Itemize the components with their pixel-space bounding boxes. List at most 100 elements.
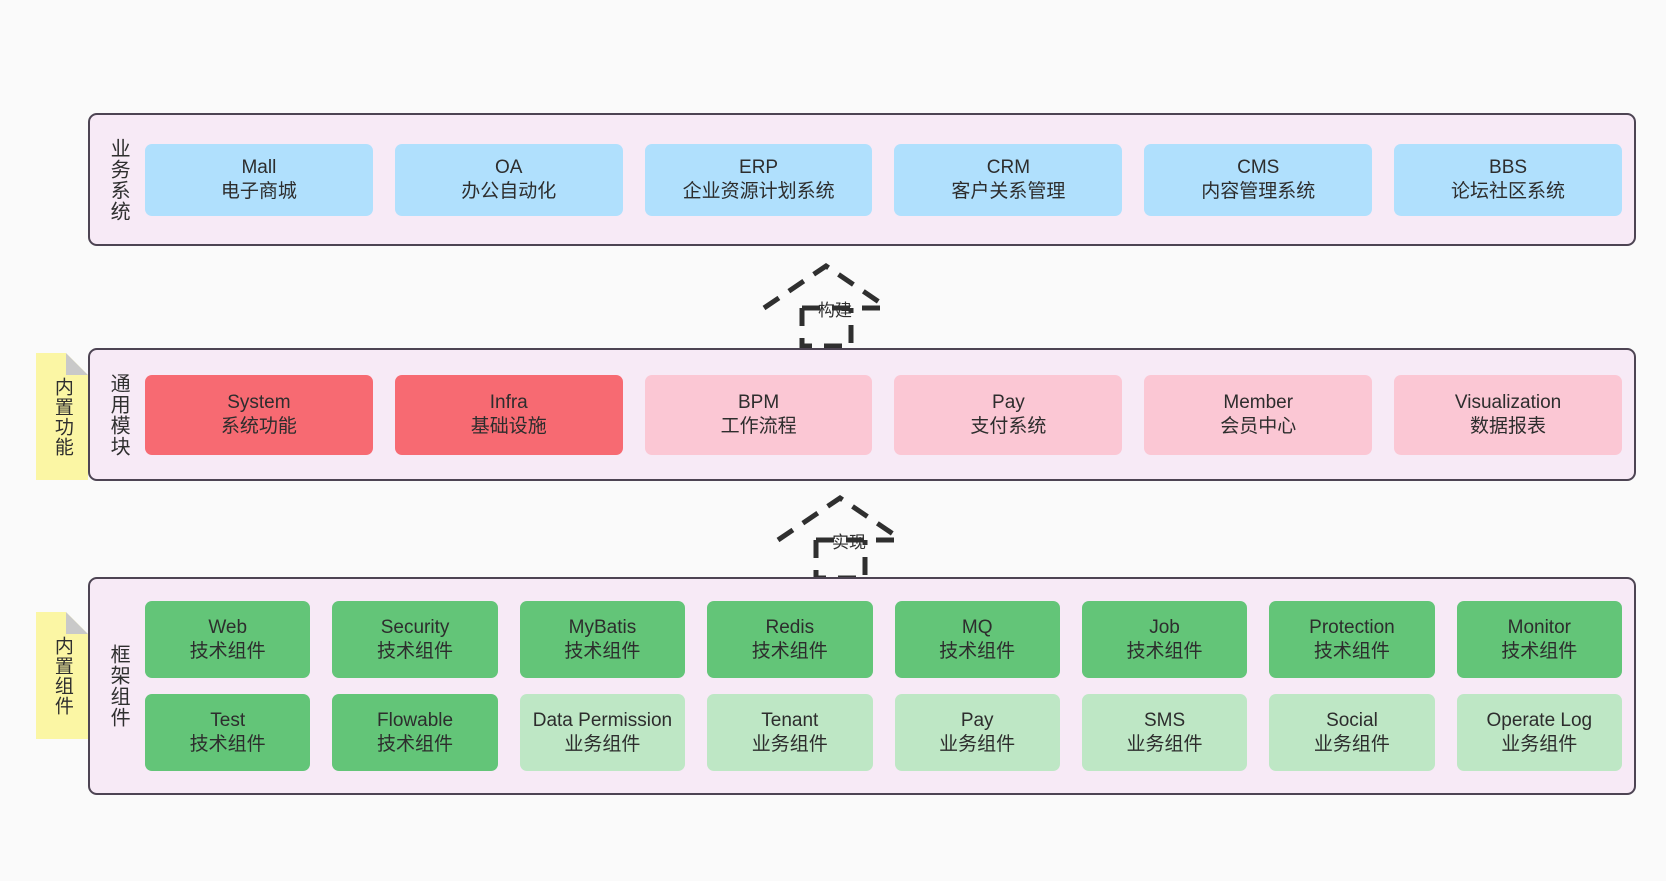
framework-card-monitor[interactable]: Monitor 技术组件	[1456, 601, 1622, 678]
card-desc: 技术组件	[564, 640, 641, 662]
card-name: Operate Log	[1486, 709, 1593, 731]
card-name: Data Permission	[532, 709, 673, 731]
framework-card-mq[interactable]: MQ 技术组件	[894, 601, 1060, 678]
framework-card-mybatis[interactable]: MyBatis 技术组件	[519, 601, 686, 678]
card-name: BBS	[1489, 156, 1528, 178]
card-desc: 技术组件	[189, 733, 266, 755]
framework-card-test[interactable]: Test 技术组件	[145, 694, 311, 771]
card-desc: 业务组件	[1126, 733, 1203, 755]
card-name: Protection	[1309, 616, 1395, 638]
card-name: CRM	[986, 156, 1031, 178]
generalization-arrow-up-icon	[762, 262, 890, 349]
card-name: Infra	[489, 391, 528, 413]
card-name: CMS	[1237, 156, 1280, 178]
card-name: Monitor	[1507, 616, 1571, 638]
framework-card-web[interactable]: Web 技术组件	[145, 601, 311, 678]
card-name: Redis	[765, 616, 815, 638]
card-desc: 技术组件	[189, 640, 266, 662]
card-name: Job	[1149, 616, 1180, 638]
layer-business-systems-body: Mall 电子商城 OA 办公自动化 ERP 企业资源计划系统 CRM 客户关系…	[145, 115, 1634, 244]
card-desc: 客户关系管理	[951, 180, 1066, 202]
framework-card-social[interactable]: Social 业务组件	[1269, 694, 1435, 771]
business-card-mall[interactable]: Mall 电子商城	[145, 143, 373, 216]
layer-common-modules-body: System 系统功能 Infra 基础设施 BPM 工作流程 Pay 支付系统…	[145, 350, 1634, 479]
layer-framework-components: 框架组件 Web 技术组件 Security 技术组件 MyBatis 技术组件…	[88, 577, 1636, 795]
card-name: Mall	[241, 156, 277, 178]
card-desc: 系统功能	[220, 415, 297, 437]
card-name: Social	[1326, 709, 1378, 731]
card-name: MQ	[961, 616, 993, 638]
framework-card-pay[interactable]: Pay 业务组件	[894, 694, 1060, 771]
business-systems-row: Mall 电子商城 OA 办公自动化 ERP 企业资源计划系统 CRM 客户关系…	[145, 143, 1622, 216]
card-desc: 办公自动化	[461, 180, 557, 202]
framework-card-redis[interactable]: Redis 技术组件	[707, 601, 873, 678]
card-desc: 业务组件	[939, 733, 1016, 755]
layer-business-systems-title: 业务系统	[107, 137, 130, 222]
card-name: Web	[208, 616, 248, 638]
framework-card-protection[interactable]: Protection 技术组件	[1269, 601, 1435, 678]
common-card-bpm[interactable]: BPM 工作流程	[644, 374, 873, 455]
framework-card-flowable[interactable]: Flowable 技术组件	[332, 694, 498, 771]
framework-card-data-permission[interactable]: Data Permission 业务组件	[519, 694, 686, 771]
layer-common-modules: 通用模块 System 系统功能 Infra 基础设施 BPM 工作流程 Pay…	[88, 348, 1636, 481]
card-desc: 技术组件	[1313, 640, 1390, 662]
framework-card-sms[interactable]: SMS 业务组件	[1081, 694, 1248, 771]
card-name: OA	[495, 156, 523, 178]
card-desc: 技术组件	[377, 640, 454, 662]
common-card-member[interactable]: Member 会员中心	[1144, 374, 1373, 455]
connector-build: 构建	[756, 258, 946, 350]
business-card-erp[interactable]: ERP 企业资源计划系统	[644, 143, 873, 216]
card-desc: 业务组件	[1313, 733, 1390, 755]
card-desc: 会员中心	[1220, 415, 1297, 437]
framework-card-security[interactable]: Security 技术组件	[332, 601, 498, 678]
common-card-system[interactable]: System 系统功能	[145, 374, 373, 455]
card-name: MyBatis	[568, 616, 637, 638]
note-builtin-features: 内置功能	[36, 353, 88, 480]
card-desc: 数据报表	[1470, 415, 1547, 437]
business-card-cms[interactable]: CMS 内容管理系统	[1144, 143, 1373, 216]
framework-card-operate-log[interactable]: Operate Log 业务组件	[1456, 694, 1622, 771]
card-name: Security	[380, 616, 450, 638]
card-name: Visualization	[1454, 391, 1562, 413]
common-modules-row: System 系统功能 Infra 基础设施 BPM 工作流程 Pay 支付系统…	[145, 374, 1622, 455]
card-desc: 内容管理系统	[1201, 180, 1316, 202]
common-card-infra[interactable]: Infra 基础设施	[394, 374, 623, 455]
business-card-crm[interactable]: CRM 客户关系管理	[894, 143, 1123, 216]
connector-implement: 实现	[770, 490, 960, 582]
card-name: Tenant	[761, 709, 819, 731]
layer-business-systems: 业务系统 Mall 电子商城 OA 办公自动化 ERP 企业资源计划系统 CRM…	[88, 113, 1636, 246]
card-desc: 业务组件	[751, 733, 828, 755]
business-card-bbs[interactable]: BBS 论坛社区系统	[1394, 143, 1622, 216]
framework-business-components-row: Test 技术组件 Flowable 技术组件 Data Permission …	[145, 694, 1622, 771]
note-builtin-features-label: 内置功能	[51, 376, 73, 457]
connector-implement-label: 实现	[832, 533, 866, 552]
card-desc: 业务组件	[564, 733, 641, 755]
card-name: Pay	[960, 709, 994, 731]
layer-common-modules-title: 通用模块	[107, 372, 130, 457]
card-desc: 基础设施	[470, 415, 547, 437]
common-card-pay[interactable]: Pay 支付系统	[894, 374, 1123, 455]
card-desc: 工作流程	[720, 415, 797, 437]
card-name: Test	[210, 709, 246, 731]
card-desc: 技术组件	[751, 640, 828, 662]
common-card-visualization[interactable]: Visualization 数据报表	[1394, 374, 1622, 455]
note-builtin-components: 内置组件	[36, 612, 88, 739]
framework-tech-components-row: Web 技术组件 Security 技术组件 MyBatis 技术组件 Redi…	[145, 601, 1622, 678]
card-name: BPM	[737, 391, 780, 413]
card-desc: 技术组件	[1126, 640, 1203, 662]
framework-card-tenant[interactable]: Tenant 业务组件	[707, 694, 873, 771]
card-name: Member	[1223, 391, 1294, 413]
card-desc: 论坛社区系统	[1451, 180, 1566, 202]
card-desc: 业务组件	[1501, 733, 1578, 755]
layer-framework-components-body: Web 技术组件 Security 技术组件 MyBatis 技术组件 Redi…	[145, 579, 1634, 793]
connector-build-label: 构建	[818, 301, 852, 320]
framework-card-job[interactable]: Job 技术组件	[1081, 601, 1248, 678]
card-name: Flowable	[377, 709, 454, 731]
card-desc: 技术组件	[939, 640, 1016, 662]
card-desc: 技术组件	[1501, 640, 1578, 662]
business-card-oa[interactable]: OA 办公自动化	[394, 143, 623, 216]
card-name: Pay	[992, 391, 1025, 413]
card-desc: 技术组件	[377, 733, 454, 755]
note-builtin-components-label: 内置组件	[51, 635, 73, 716]
